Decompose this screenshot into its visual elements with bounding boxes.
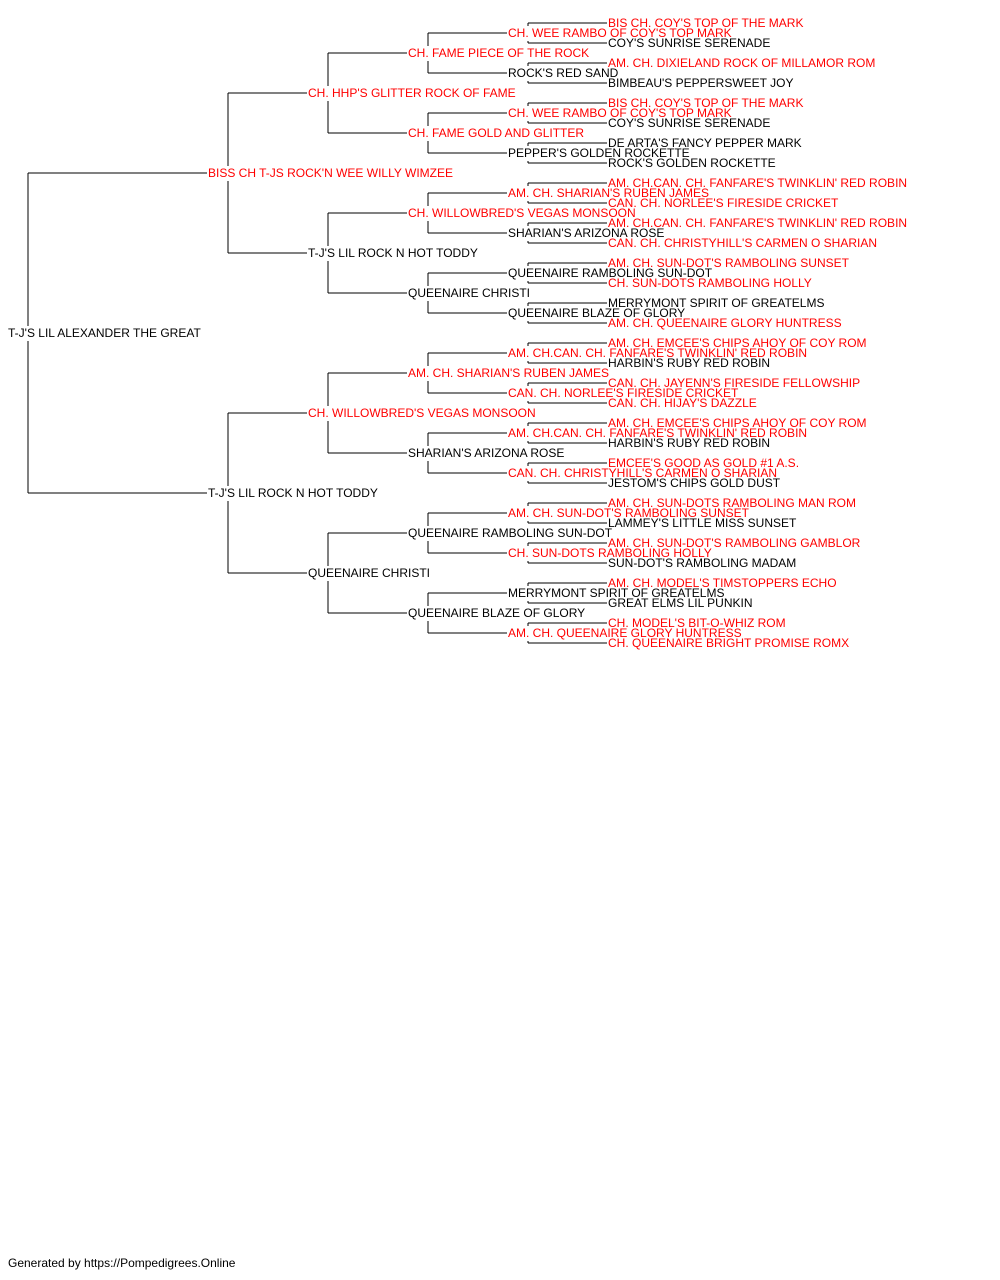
- pedigree-dam-gen4-name: CAN. CH. CHRISTYHILL'S CARMEN O SHARIAN: [508, 466, 777, 480]
- pedigree-dam-gen5-name: COY'S SUNRISE SERENADE: [608, 36, 770, 50]
- pedigree-sire-gen4-name: AM. CH. SUN-DOT'S RAMBOLING SUNSET: [508, 506, 750, 520]
- pedigree-sire-gen5-name: AM. CH. EMCEE'S CHIPS AHOY OF COY ROM: [608, 336, 867, 350]
- pedigree-sire-gen5-name: AM. CH. DIXIELAND ROCK OF MILLAMOR ROM: [608, 56, 875, 70]
- pedigree-sire-gen3-name: QUEENAIRE RAMBOLING SUN-DOT: [408, 526, 613, 540]
- pedigree-dam-gen5-name: LAMMEY'S LITTLE MISS SUNSET: [608, 516, 797, 530]
- pedigree-sire-gen4-name: MERRYMONT SPIRIT OF GREATELMS: [508, 586, 724, 600]
- pedigree-dam-gen3-name: CH. FAME GOLD AND GLITTER: [408, 126, 584, 140]
- pedigree-sire-gen2-name: CH. HHP'S GLITTER ROCK OF FAME: [308, 86, 516, 100]
- pedigree-dam-gen5-name: HARBIN'S RUBY RED ROBIN: [608, 436, 770, 450]
- pedigree-dam-gen5-name: JESTOM'S CHIPS GOLD DUST: [608, 476, 781, 490]
- pedigree-sire-gen4-name: QUEENAIRE RAMBOLING SUN-DOT: [508, 266, 713, 280]
- pedigree-dam-gen4-name: SHARIAN'S ARIZONA ROSE: [508, 226, 664, 240]
- pedigree-dam-gen5-name: AM. CH. QUEENAIRE GLORY HUNTRESS: [608, 316, 842, 330]
- pedigree-dam-gen4-name: AM. CH. QUEENAIRE GLORY HUNTRESS: [508, 626, 742, 640]
- pedigree-dam-gen3-name: SHARIAN'S ARIZONA ROSE: [408, 446, 564, 460]
- pedigree-dam-gen5-name: GREAT ELMS LIL PUNKIN: [608, 596, 753, 610]
- pedigree-sire-gen4-name: AM. CH.CAN. CH. FANFARE'S TWINKLIN' RED …: [508, 426, 807, 440]
- pedigree-dam-gen1-name: T-J'S LIL ROCK N HOT TODDY: [208, 486, 378, 500]
- pedigree-sire-gen1-name: BISS CH T-JS ROCK'N WEE WILLY WIMZEE: [208, 166, 453, 180]
- pedigree-sire-gen5-name: BIS CH. COY'S TOP OF THE MARK: [608, 16, 803, 30]
- pedigree-dam-gen5-name: CAN. CH. NORLEE'S FIRESIDE CRICKET: [608, 196, 839, 210]
- pedigree-dam-gen5-name: SUN-DOT'S RAMBOLING MADAM: [608, 556, 796, 570]
- pedigree-sire-gen2-name: CH. WILLOWBRED'S VEGAS MONSOON: [308, 406, 536, 420]
- pedigree-sire-gen4-name: CH. WEE RAMBO OF COY'S TOP MARK: [508, 26, 732, 40]
- pedigree-dam-gen4-name: CAN. CH. NORLEE'S FIRESIDE CRICKET: [508, 386, 739, 400]
- pedigree-sire-gen5-name: AM. CH. SUN-DOT'S RAMBOLING SUNSET: [608, 256, 850, 270]
- pedigree-dam-gen5-name: ROCK'S GOLDEN ROCKETTE: [608, 156, 776, 170]
- pedigree-sire-gen4-name: CH. WEE RAMBO OF COY'S TOP MARK: [508, 106, 732, 120]
- pedigree-dam-gen3-name: QUEENAIRE BLAZE OF GLORY: [408, 606, 585, 620]
- pedigree-sire-gen4-name: AM. CH. SHARIAN'S RUBEN JAMES: [508, 186, 709, 200]
- pedigree-sire-gen5-name: CAN. CH. JAYENN'S FIRESIDE FELLOWSHIP: [608, 376, 860, 390]
- pedigree-dam-gen5-name: BIMBEAU'S PEPPERSWEET JOY: [608, 76, 793, 90]
- pedigree-sire-gen5-name: EMCEE'S GOOD AS GOLD #1 A.S.: [608, 456, 799, 470]
- pedigree-dam-gen5-name: CH. SUN-DOTS RAMBOLING HOLLY: [608, 276, 812, 290]
- pedigree-dam-gen5-name: CAN. CH. CHRISTYHILL'S CARMEN O SHARIAN: [608, 236, 877, 250]
- pedigree-dam-gen5-name: CH. QUEENAIRE BRIGHT PROMISE ROMX: [608, 636, 849, 650]
- pedigree-sire-gen5-name: CH. MODEL'S BIT-O-WHIZ ROM: [608, 616, 786, 630]
- pedigree-dam-gen2-name: QUEENAIRE CHRISTI: [308, 566, 430, 580]
- pedigree-sire-gen4-name: AM. CH.CAN. CH. FANFARE'S TWINKLIN' RED …: [508, 346, 807, 360]
- pedigree-dam-gen5-name: COY'S SUNRISE SERENADE: [608, 116, 770, 130]
- pedigree-sire-gen5-name: AM. CH. MODEL'S TIMSTOPPERS ECHO: [608, 576, 837, 590]
- pedigree-sire-gen3-name: CH. WILLOWBRED'S VEGAS MONSOON: [408, 206, 636, 220]
- pedigree-sire-gen5-name: AM. CH. EMCEE'S CHIPS AHOY OF COY ROM: [608, 416, 867, 430]
- pedigree-dam-gen5-name: CAN. CH. HIJAY'S DAZZLE: [608, 396, 757, 410]
- pedigree-sire-gen5-name: AM. CH.CAN. CH. FANFARE'S TWINKLIN' RED …: [608, 216, 907, 230]
- pedigree-dam-gen2-name: T-J'S LIL ROCK N HOT TODDY: [308, 246, 478, 260]
- pedigree-dam-gen4-name: ROCK'S RED SAND: [508, 66, 619, 80]
- pedigree-dam-gen5-name: HARBIN'S RUBY RED ROBIN: [608, 356, 770, 370]
- pedigree-dam-gen4-name: PEPPER'S GOLDEN ROCKETTE: [508, 146, 690, 160]
- footer-credit: Generated by https://Pompedigrees.Online: [8, 1256, 236, 1270]
- pedigree-dam-gen4-name: QUEENAIRE BLAZE OF GLORY: [508, 306, 685, 320]
- pedigree-sire-gen5-name: MERRYMONT SPIRIT OF GREATELMS: [608, 296, 824, 310]
- pedigree-sire-gen3-name: AM. CH. SHARIAN'S RUBEN JAMES: [408, 366, 609, 380]
- pedigree-sire-gen5-name: BIS CH. COY'S TOP OF THE MARK: [608, 96, 803, 110]
- pedigree-dam-gen3-name: QUEENAIRE CHRISTI: [408, 286, 530, 300]
- pedigree-sire-gen5-name: AM. CH. SUN-DOT'S RAMBOLING GAMBLOR: [608, 536, 861, 550]
- pedigree-sire-gen5-name: AM. CH. SUN-DOTS RAMBOLING MAN ROM: [608, 496, 856, 510]
- pedigree-sire-gen5-name: AM. CH.CAN. CH. FANFARE'S TWINKLIN' RED …: [608, 176, 907, 190]
- subject-name: T-J'S LIL ALEXANDER THE GREAT: [8, 326, 201, 340]
- pedigree-sire-gen5-name: DE ARTA'S FANCY PEPPER MARK: [608, 136, 802, 150]
- pedigree-dam-gen4-name: CH. SUN-DOTS RAMBOLING HOLLY: [508, 546, 712, 560]
- pedigree-sire-gen3-name: CH. FAME PIECE OF THE ROCK: [408, 46, 589, 60]
